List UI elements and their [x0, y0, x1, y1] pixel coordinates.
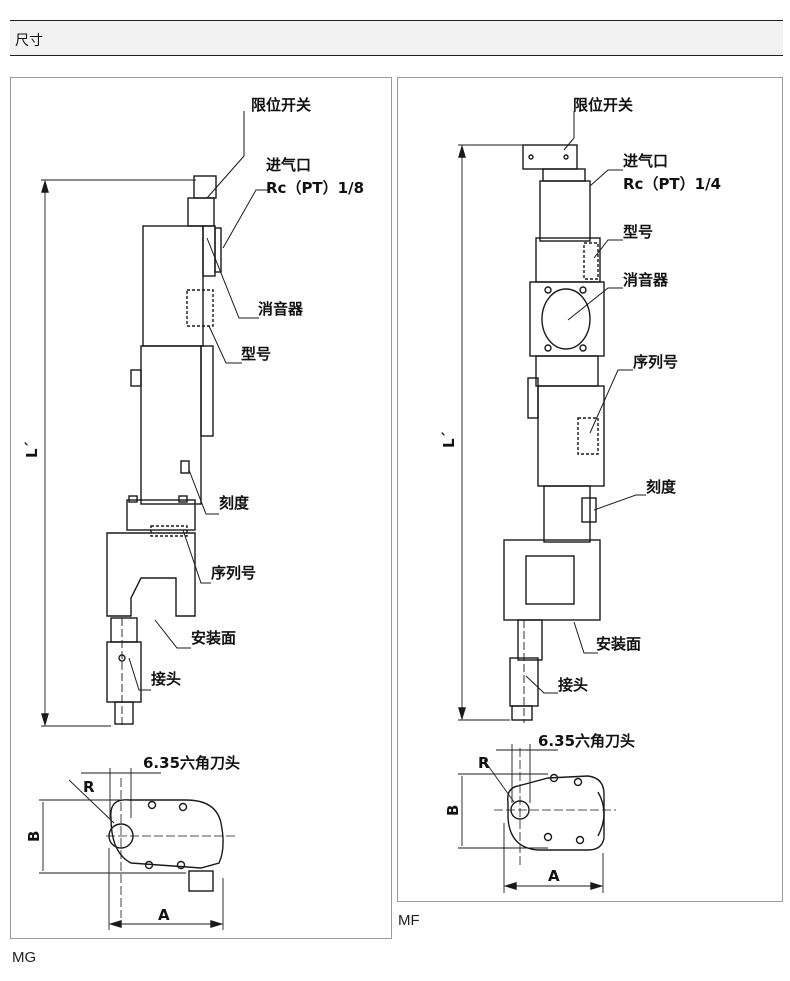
- mg-label-length: L´: [23, 441, 41, 458]
- mg-label-scale: 刻度: [219, 494, 250, 512]
- mg-drawing: 限位开关 进气口 Rc（PT）1/8 消音器 型号 刻度 序列号 安装面 接头 …: [23, 96, 364, 930]
- mg-bottom-view: [110, 799, 224, 869]
- mf-label-serial: 序列号: [633, 353, 678, 371]
- mf-motor: [539, 180, 591, 242]
- mf-label-air-inlet-spec: Rc（PT）1/4: [623, 175, 721, 193]
- mf-caption: MF: [398, 912, 420, 929]
- mf-label-model: 型号: [623, 223, 653, 241]
- mg-label-a: A: [158, 906, 170, 924]
- mg-body-lower: [140, 345, 202, 505]
- mg-label-mount-face: 安装面: [191, 629, 236, 647]
- mf-label-r: R: [478, 754, 490, 772]
- mf-label-muffler: 消音器: [623, 271, 669, 289]
- section-title: 尺寸: [15, 33, 43, 49]
- mf-label-limit-switch: 限位开关: [573, 96, 633, 114]
- mg-label-air-inlet: 进气口: [266, 156, 311, 174]
- mf-head: [503, 539, 601, 621]
- mg-limit-switch: [193, 175, 217, 199]
- mf-drawing: 限位开关 进气口 Rc（PT）1/4 型号 消音器 序列号 刻度 安装面 接头 …: [440, 96, 721, 893]
- section-header: 尺寸: [10, 20, 783, 56]
- mf-label-a: A: [548, 867, 560, 885]
- mf-bottom-view: [507, 775, 605, 851]
- mf-limit-switch: [522, 144, 578, 170]
- mg-label-serial: 序列号: [211, 564, 256, 582]
- mg-body-upper: [142, 225, 204, 347]
- mf-muffler-housing: [529, 281, 605, 357]
- mg-drawing-panel: 限位开关 进气口 Rc（PT）1/8 消音器 型号 刻度 序列号 安装面 接头 …: [10, 77, 392, 939]
- mf-label-b: B: [444, 805, 462, 816]
- mg-label-r: R: [83, 778, 95, 796]
- mg-label-b: B: [25, 831, 43, 842]
- mg-label-muffler: 消音器: [258, 300, 304, 318]
- mf-label-air-inlet: 进气口: [623, 152, 668, 170]
- mf-drawing-panel: 限位开关 进气口 Rc（PT）1/4 型号 消音器 序列号 刻度 安装面 接头 …: [397, 77, 783, 902]
- mg-label-air-inlet-spec: Rc（PT）1/8: [266, 179, 364, 197]
- mf-body-lower: [537, 385, 605, 487]
- mf-label-connector: 接头: [558, 676, 588, 694]
- mf-label-length: L´: [440, 431, 458, 448]
- mg-head: [106, 532, 196, 617]
- mg-caption: MG: [12, 949, 37, 966]
- mg-label-connector: 接头: [151, 670, 181, 688]
- mf-label-scale: 刻度: [646, 478, 677, 496]
- mf-label-bit: 6.35六角刀头: [538, 732, 635, 750]
- mg-label-model: 型号: [241, 345, 271, 363]
- mg-label-limit-switch: 限位开关: [251, 96, 311, 114]
- mg-label-bit: 6.35六角刀头: [143, 754, 240, 772]
- mf-label-mount-face: 安装面: [596, 635, 641, 653]
